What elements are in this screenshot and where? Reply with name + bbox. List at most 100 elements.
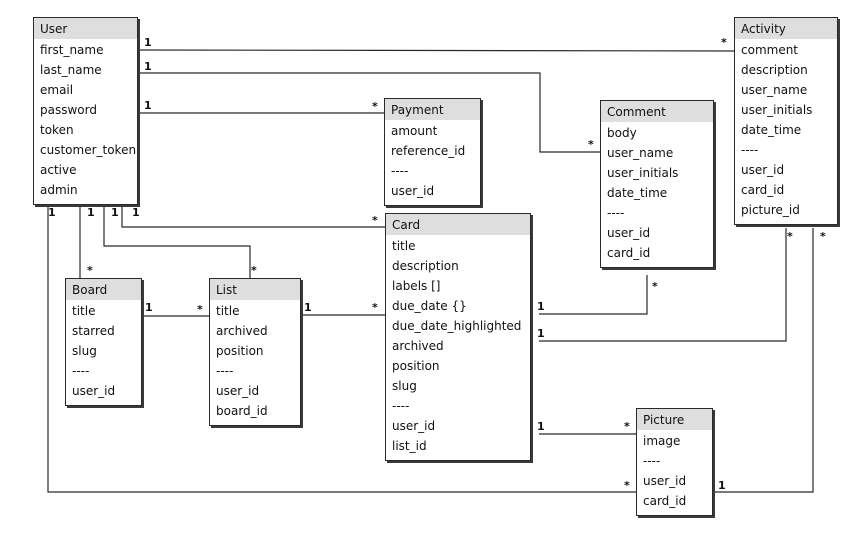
entity-field: user_id [607, 226, 651, 240]
line-card-comment [539, 275, 648, 315]
entity-field: active [40, 163, 77, 177]
entity-field: user_id [72, 384, 116, 398]
mult-user-picture-from: 1 [48, 206, 56, 219]
mult-user-list-from: 1 [111, 206, 119, 219]
mult-user-board-to: * [87, 264, 93, 277]
entity-field: picture_id [741, 203, 800, 217]
line-user-picture [47, 203, 636, 493]
entity-field: user_id [741, 163, 785, 177]
field-separator: ---- [392, 399, 410, 413]
mult-card-comment-to: * [652, 280, 658, 293]
field-separator: ---- [643, 454, 661, 468]
field-separator: ---- [72, 364, 90, 378]
mult-user-card-to: * [372, 214, 378, 227]
mult-user-card-from: 1 [132, 206, 140, 219]
entity-field: last_name [40, 63, 102, 77]
entity-title: Picture [637, 409, 712, 430]
mult-card-activity-to: * [787, 230, 793, 243]
entity-title: User [34, 18, 137, 39]
mult-board-list-from: 1 [145, 301, 153, 314]
mult-card-comment-from: 1 [537, 300, 545, 313]
entity-field: position [392, 359, 440, 373]
line-picture-activity [713, 228, 814, 493]
entity-title: Card [386, 214, 530, 235]
line-user-card [121, 203, 385, 228]
entity-field: due_date_highlighted [392, 319, 522, 333]
mult-user-activity-to: * [721, 36, 727, 49]
entity-title: Board [66, 279, 141, 300]
entity-fields: title description labels [] due_date {} due_… [386, 235, 530, 460]
mult-user-payment-from: 1 [144, 99, 152, 112]
entity-field: position [216, 344, 264, 358]
mult-card-picture-from: 1 [537, 420, 545, 433]
mult-list-card-from: 1 [304, 301, 312, 314]
line-user-activity [137, 49, 736, 52]
mult-user-board-from: 1 [87, 206, 95, 219]
entity-field: body [607, 126, 637, 140]
entity-field: labels [] [392, 279, 441, 293]
mult-card-picture-to: * [624, 420, 630, 433]
entity-field: user_initials [607, 166, 679, 180]
field-separator: ---- [607, 206, 625, 220]
mult-picture-activity-to: * [820, 230, 826, 243]
entity-field: card_id [607, 246, 651, 260]
entity-field: user_id [391, 184, 435, 198]
mult-list-card-to: * [372, 301, 378, 314]
entity-field: starred [72, 324, 115, 338]
entity-title: Comment [601, 101, 713, 122]
entity-field: user_id [216, 384, 260, 398]
mult-user-picture-to: * [624, 479, 630, 492]
line-user-list [103, 203, 251, 279]
entity-field: admin [40, 183, 78, 197]
mult-user-comment-from: 1 [144, 60, 152, 73]
entity-field: date_time [741, 123, 802, 137]
entity-field: reference_id [391, 144, 466, 158]
entity-field: comment [741, 43, 799, 57]
mult-user-activity-from: 1 [144, 36, 152, 49]
entity-field: user_name [741, 83, 808, 97]
entity-field: due_date {} [392, 299, 467, 313]
entity-field: amount [391, 124, 438, 138]
entity-title: List [210, 279, 300, 300]
field-separator: ---- [741, 143, 759, 157]
entity-field: card_id [741, 183, 785, 197]
mult-user-payment-to: * [372, 100, 378, 113]
field-separator: ---- [391, 164, 409, 178]
entity-field: description [392, 259, 459, 273]
entity-field: first_name [40, 43, 104, 57]
entity-field: email [40, 83, 74, 97]
line-card-activity [539, 228, 787, 342]
entity-field: user_initials [741, 103, 813, 117]
entity-field: archived [392, 339, 444, 353]
mult-board-list-to: * [197, 303, 203, 316]
mult-card-activity-from: 1 [537, 327, 545, 340]
mult-picture-activity-from: 1 [718, 479, 726, 492]
mult-user-list-to: * [251, 264, 257, 277]
line-user-comment [138, 72, 601, 153]
entity-title: Payment [385, 99, 480, 120]
entity-field: archived [216, 324, 268, 338]
entity-field: slug [392, 379, 417, 393]
entity-field: token [40, 123, 74, 137]
entity-payment: Payment amount reference_id ---- user_id [384, 98, 481, 206]
entity-field: title [392, 239, 416, 253]
entity-title: Activity [735, 18, 837, 39]
field-separator: ---- [216, 364, 234, 378]
entity-field: card_id [643, 494, 687, 508]
entity-field: slug [72, 344, 97, 358]
entity-field: password [40, 103, 97, 117]
